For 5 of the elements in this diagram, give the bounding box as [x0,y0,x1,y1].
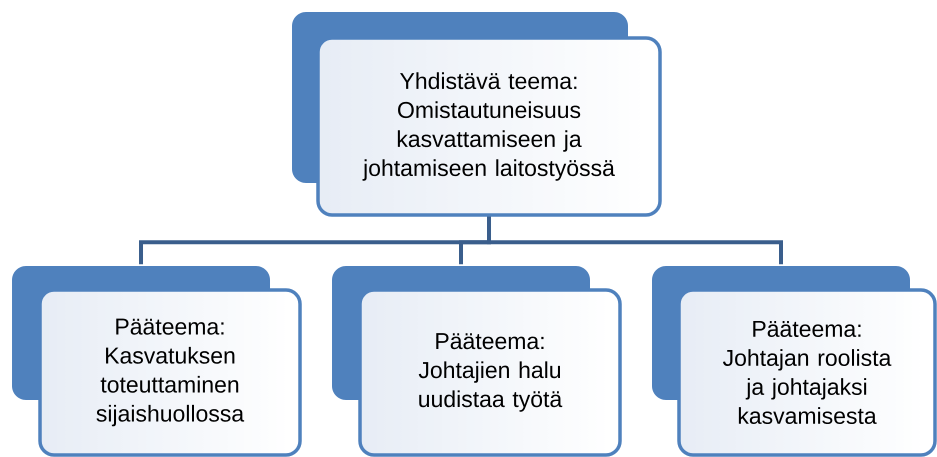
theme-box: Pääteema: Johtajan roolista ja johtajaksi kasvamisesta [652,266,937,457]
theme-box: Yhdistävä teema: Omistautuneisuus kasvattamiseen ja johtamiseen laitostyössä [292,12,662,217]
theme-box: Pääteema: Kasvatuksen toteuttaminen sijaishuollossa [12,266,302,457]
connector-line [487,216,783,264]
theme-box: Pääteema: Johtajien halu uudistaa työtä [332,266,622,457]
